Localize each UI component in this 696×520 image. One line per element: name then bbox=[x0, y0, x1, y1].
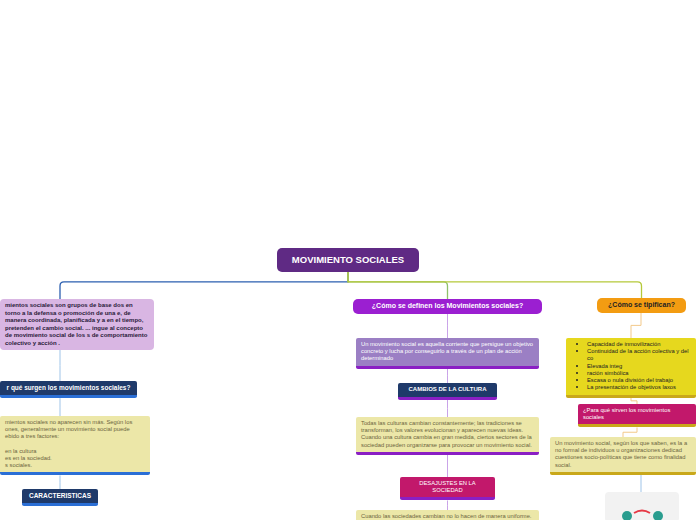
bullet bbox=[576, 372, 578, 374]
node-text: DESAJUSTES EN LA SOCIEDAD bbox=[405, 480, 490, 494]
bullet bbox=[576, 350, 578, 352]
list-item: Escasa o nula división del trabajo bbox=[571, 377, 691, 384]
connector bbox=[60, 350, 61, 381]
connector bbox=[447, 500, 448, 510]
node-text: CARACTERISTICAS bbox=[27, 492, 93, 500]
node-text: MOVIMIENTO SOCIALES bbox=[285, 254, 411, 266]
text-box: Todas las culturas cambian constantement… bbox=[356, 417, 539, 455]
node-text: Un movimiento social, según los que sabe… bbox=[555, 440, 691, 469]
question-box: ¿Cómo se tipifican? bbox=[597, 298, 686, 313]
bullet bbox=[576, 343, 578, 345]
node-text: ¿Cómo se tipifican? bbox=[602, 301, 681, 310]
text-box: Un movimiento social, según los que sabe… bbox=[550, 437, 696, 475]
question-box: ¿Cómo se definen los Movimientos sociale… bbox=[353, 299, 542, 314]
bullet bbox=[576, 365, 578, 367]
node-text: s sociales. bbox=[5, 462, 145, 469]
list-box: Capacidad de inmovilizaciónContinuidad d… bbox=[566, 338, 696, 398]
bullet bbox=[576, 379, 578, 381]
text-box: mientos sociales no aparecen sin más. Se… bbox=[0, 416, 150, 475]
node-text: r qué surgen los movimientos sociales? bbox=[5, 384, 132, 392]
node-text: mientos sociales son grupos de base dos … bbox=[5, 302, 149, 347]
title-box: MOVIMIENTO SOCIALES bbox=[277, 248, 419, 272]
list-item: ración simbólica bbox=[571, 370, 691, 377]
connector bbox=[623, 427, 637, 437]
list-item: La presentación de objetivos laxos bbox=[571, 384, 691, 391]
connector bbox=[60, 398, 61, 416]
people-illustration bbox=[605, 492, 679, 520]
connector bbox=[60, 272, 348, 299]
text-box: Un movimiento social es aquella corrient… bbox=[356, 338, 539, 369]
connector bbox=[447, 369, 448, 383]
heading-box: CAMBIOS DE LA CULTURA bbox=[398, 383, 497, 400]
list-item: Capacidad de inmovilización bbox=[571, 341, 691, 348]
heading-box: DESAJUSTES EN LA SOCIEDAD bbox=[400, 477, 495, 500]
node-text: mientos sociales no aparecen sin más. Se… bbox=[5, 419, 145, 441]
connector bbox=[348, 272, 448, 299]
connector bbox=[631, 313, 641, 338]
node-text: en la cultura bbox=[5, 448, 145, 455]
connector bbox=[447, 314, 448, 338]
node-text: ¿Cómo se definen los Movimientos sociale… bbox=[358, 302, 537, 311]
list-item: Elevada integ bbox=[571, 363, 691, 370]
heading-box: ¿Para qué sirven los movimientos sociale… bbox=[578, 404, 696, 427]
text-box: Cuando las sociedades cambian no lo hace… bbox=[356, 510, 539, 520]
bullet bbox=[576, 386, 578, 388]
node-text: ¿Para qué sirven los movimientos sociale… bbox=[583, 407, 691, 421]
connector bbox=[447, 400, 448, 418]
node-text: es en la sociedad. bbox=[5, 455, 145, 462]
node-text: Cuando las sociedades cambian no lo hace… bbox=[361, 513, 534, 520]
connector bbox=[60, 475, 61, 489]
node-text: Todas las culturas cambian constantement… bbox=[361, 420, 534, 449]
concept-box: mientos sociales son grupos de base dos … bbox=[0, 299, 154, 350]
list-item: Continuidad de la acción colectiva y del… bbox=[571, 348, 691, 362]
heading-box: CARACTERISTICAS bbox=[22, 489, 98, 506]
node-text: CAMBIOS DE LA CULTURA bbox=[403, 386, 492, 394]
connector bbox=[447, 455, 448, 477]
connector bbox=[348, 272, 642, 298]
node-text: Un movimiento social es aquella corrient… bbox=[361, 341, 534, 363]
heading-box: r qué surgen los movimientos sociales? bbox=[0, 381, 137, 398]
